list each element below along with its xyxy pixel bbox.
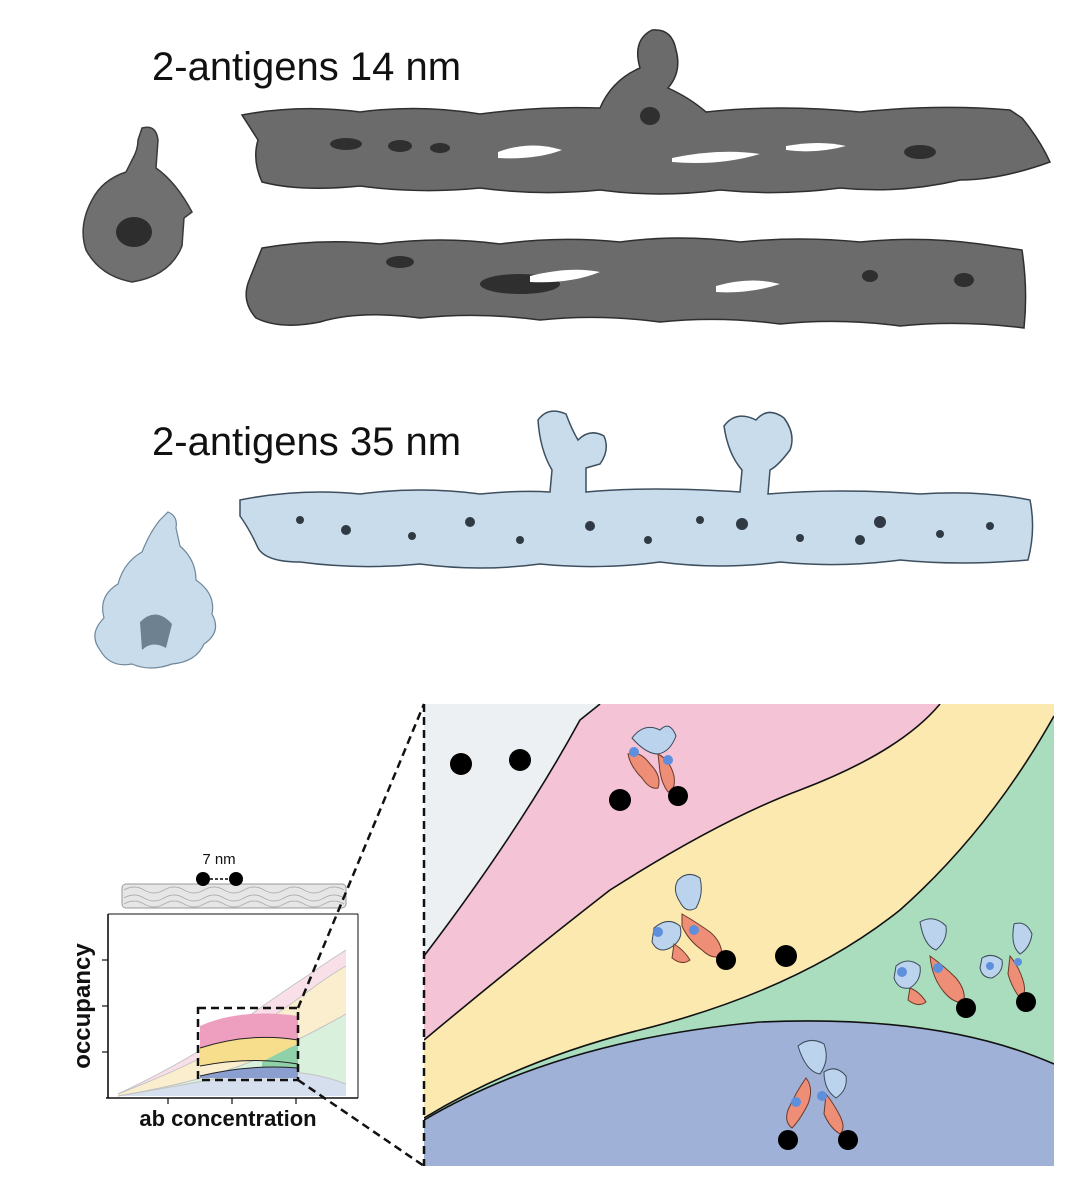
panel-14nm: 2-antigens 14 nm (82, 29, 1052, 329)
y-axis-label: occupancy (69, 943, 96, 1069)
filament-bottom-holes (386, 256, 974, 294)
occupancy-curves (117, 949, 347, 1097)
zoom-box (196, 1006, 300, 1082)
end-view-cleft (140, 614, 172, 650)
antigen-dot (229, 872, 243, 886)
filament-map-bottom (245, 237, 1027, 329)
filament-top-gaps (498, 143, 846, 163)
antigen-dot (775, 945, 797, 967)
panel-35nm: 2-antigens 35 nm (94, 410, 1034, 669)
antigen-dot (450, 753, 472, 775)
spacing-label: 7 nm (202, 851, 235, 868)
antigen-dot (609, 789, 631, 811)
antigen-dot (196, 872, 210, 886)
end-view-map-14nm (82, 126, 193, 283)
filament-bottom-gaps (530, 269, 780, 293)
panel-title-35nm: 2-antigens 35 nm (152, 420, 461, 464)
antigen-dot (509, 749, 531, 771)
filament-top-holes (330, 107, 936, 159)
antibody-bivalent (778, 1040, 858, 1150)
antibody-mixed-left (893, 918, 976, 1018)
x-axis-label: ab concentration (139, 1106, 316, 1131)
region-boundaries (424, 704, 1054, 1121)
region-bivalent (424, 1020, 1054, 1166)
occupancy-schematic: 7 nm (69, 703, 426, 1168)
panel-title-14nm: 2-antigens 14 nm (152, 45, 461, 89)
end-view-pore (116, 217, 152, 247)
antibody-single-bound (627, 725, 688, 806)
antibody-mixed-right (979, 922, 1036, 1012)
zoomed-occupancy-regions (422, 704, 1054, 1166)
filament-35nm-pores (296, 516, 994, 545)
filament-map-35nm (239, 410, 1034, 569)
mini-filament (121, 883, 347, 909)
antibody-double-bound (651, 874, 736, 970)
occupancy-ticks (102, 959, 297, 1104)
zoom-connector-top (296, 703, 426, 1009)
mini-filament-texture (123, 886, 345, 908)
end-view-map-35nm (94, 511, 217, 669)
